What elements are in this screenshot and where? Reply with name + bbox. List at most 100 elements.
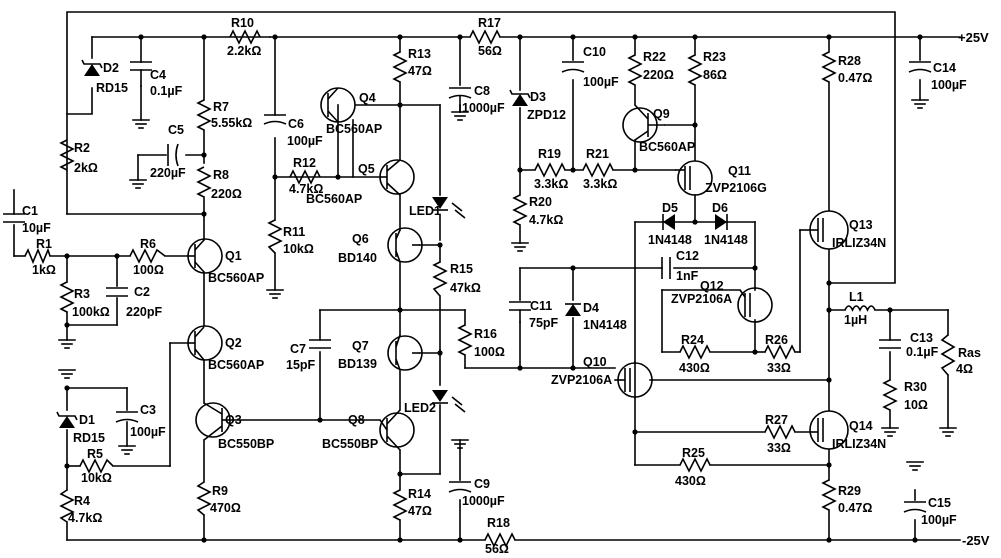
- bjt-q8: [379, 409, 415, 451]
- resistor-r8: [196, 166, 212, 198]
- resistor-ras: [940, 334, 956, 376]
- c6-value-label: 100µF: [287, 134, 323, 148]
- led-1: [432, 197, 466, 219]
- d2-value-label: RD15: [96, 81, 128, 95]
- zener-d3: [509, 89, 531, 106]
- r19-value-label: 3.3kΩ: [534, 177, 568, 191]
- capacitor-c1: [3, 189, 25, 223]
- resistor-r11: [267, 219, 283, 254]
- c7-ref-label: C7: [290, 342, 306, 356]
- r26-ref-label: R26: [765, 333, 788, 347]
- q14-value-label: IRLIZ34N: [832, 437, 886, 451]
- bjt-q6: [387, 227, 423, 263]
- resistor-r16: [457, 324, 473, 356]
- q7-value-label: BD139: [338, 357, 377, 371]
- q8-value-label: BC550BP: [322, 437, 378, 451]
- resistor-r5: [79, 458, 114, 474]
- bjt-q5: [379, 159, 415, 196]
- c15-ref-label: C15: [928, 496, 951, 510]
- c5-value-label: 220µF: [150, 166, 186, 180]
- c15-value-label: 100µF: [921, 513, 957, 527]
- c4-value-label: 0.1µF: [150, 84, 183, 98]
- resistor-r22: [627, 54, 643, 86]
- bjt-q2: [187, 325, 223, 361]
- inductor-l1: [844, 305, 876, 312]
- resistor-r19: [534, 162, 566, 178]
- diodes: [56, 59, 728, 428]
- zener-d1: [56, 411, 78, 428]
- resistor-r1: [24, 247, 51, 265]
- resistor-r18: [484, 532, 516, 548]
- q5-value-label: BC560AP: [306, 192, 362, 206]
- resistor-r2: [59, 139, 75, 171]
- q14-ref-label: Q14: [849, 419, 873, 433]
- r27-value-label: 33Ω: [767, 441, 791, 455]
- bjt-q1: [187, 238, 223, 274]
- c3-value-label: 100µF: [130, 425, 166, 439]
- r23-value-label: 86Ω: [703, 68, 727, 82]
- capacitors: [3, 61, 932, 513]
- r22-value-label: 220Ω: [643, 68, 674, 82]
- r28-value-label: 0.47Ω: [838, 71, 872, 85]
- q2-ref-label: Q2: [225, 336, 242, 350]
- r9-ref-label: R9: [212, 484, 228, 498]
- capacitor-c5: [167, 143, 179, 167]
- diode-d4: [565, 303, 581, 316]
- capacitor-c7: [309, 339, 331, 349]
- transistors: [187, 87, 849, 451]
- r2-ref-label: R2: [74, 141, 90, 155]
- r3-ref-label: R3: [74, 287, 90, 301]
- c10-value-label: 100µF: [583, 75, 619, 89]
- resistor-r15: [432, 261, 448, 297]
- r28-ref-label: R28: [838, 54, 861, 68]
- mosfet-q11: [675, 160, 713, 196]
- q1-ref-label: Q1: [225, 249, 242, 263]
- resistor-r23: [687, 54, 703, 86]
- d4-value-label: 1N4148: [583, 318, 627, 332]
- r24-value-label: 430Ω: [679, 361, 710, 375]
- r25-ref-label: R25: [682, 446, 705, 460]
- c1-value-label: 10µF: [22, 221, 51, 235]
- resistor-r3: [59, 281, 75, 313]
- resistor-r21: [582, 162, 614, 178]
- r4-value-label: 4.7kΩ: [68, 511, 102, 525]
- q9-ref-label: Q9: [653, 107, 670, 121]
- r8-value-label: 220Ω: [211, 187, 242, 201]
- capacitor-c13: [879, 339, 901, 349]
- c12-value-label: 1nF: [676, 269, 699, 283]
- d1-ref-label: D1: [79, 413, 95, 427]
- r9-value-label: 470Ω: [210, 501, 241, 515]
- d3-ref-label: D3: [530, 90, 546, 104]
- r7-ref-label: R7: [213, 100, 229, 114]
- capacitor-c9: [448, 481, 472, 493]
- capacitor-c15: [903, 501, 927, 513]
- q6-ref-label: Q6: [352, 232, 369, 246]
- mosfet-q10: [617, 362, 653, 398]
- component-labels: C110µFR11kΩR22kΩR3100kΩC2220pFR6100ΩD2RD…: [22, 16, 981, 556]
- c14-ref-label: C14: [933, 61, 956, 75]
- r16-value-label: 100Ω: [474, 345, 505, 359]
- q2-value-label: BC560AP: [208, 358, 264, 372]
- q13-value-label: IRLIZ34N: [832, 236, 886, 250]
- junctions: [64, 34, 923, 543]
- d6-ref-label: D6: [712, 201, 728, 215]
- r17-value-label: 56Ω: [478, 44, 502, 58]
- l1-ref-label: L1: [849, 290, 864, 304]
- q7-ref-label: Q7: [352, 339, 369, 353]
- r1-ref-label: R1: [36, 237, 52, 251]
- resistors: [24, 29, 956, 548]
- r20-ref-label: R20: [529, 195, 552, 209]
- r29-ref-label: R29: [838, 484, 861, 498]
- r11-value-label: 10kΩ: [283, 242, 314, 256]
- ras-value-label: 4Ω: [956, 362, 973, 376]
- c11-value-label: 75pF: [529, 316, 559, 330]
- q10-value-label: ZVP2106A: [551, 373, 612, 387]
- r14-value-label: 47Ω: [408, 504, 432, 518]
- c4-ref-label: C4: [150, 68, 166, 82]
- capacitor-c11: [509, 301, 531, 323]
- bjt-q7: [387, 334, 423, 371]
- r12-value-label: 4.7kΩ: [289, 182, 323, 196]
- c14-value-label: 100µF: [931, 78, 967, 92]
- r14-ref-label: R14: [408, 487, 431, 501]
